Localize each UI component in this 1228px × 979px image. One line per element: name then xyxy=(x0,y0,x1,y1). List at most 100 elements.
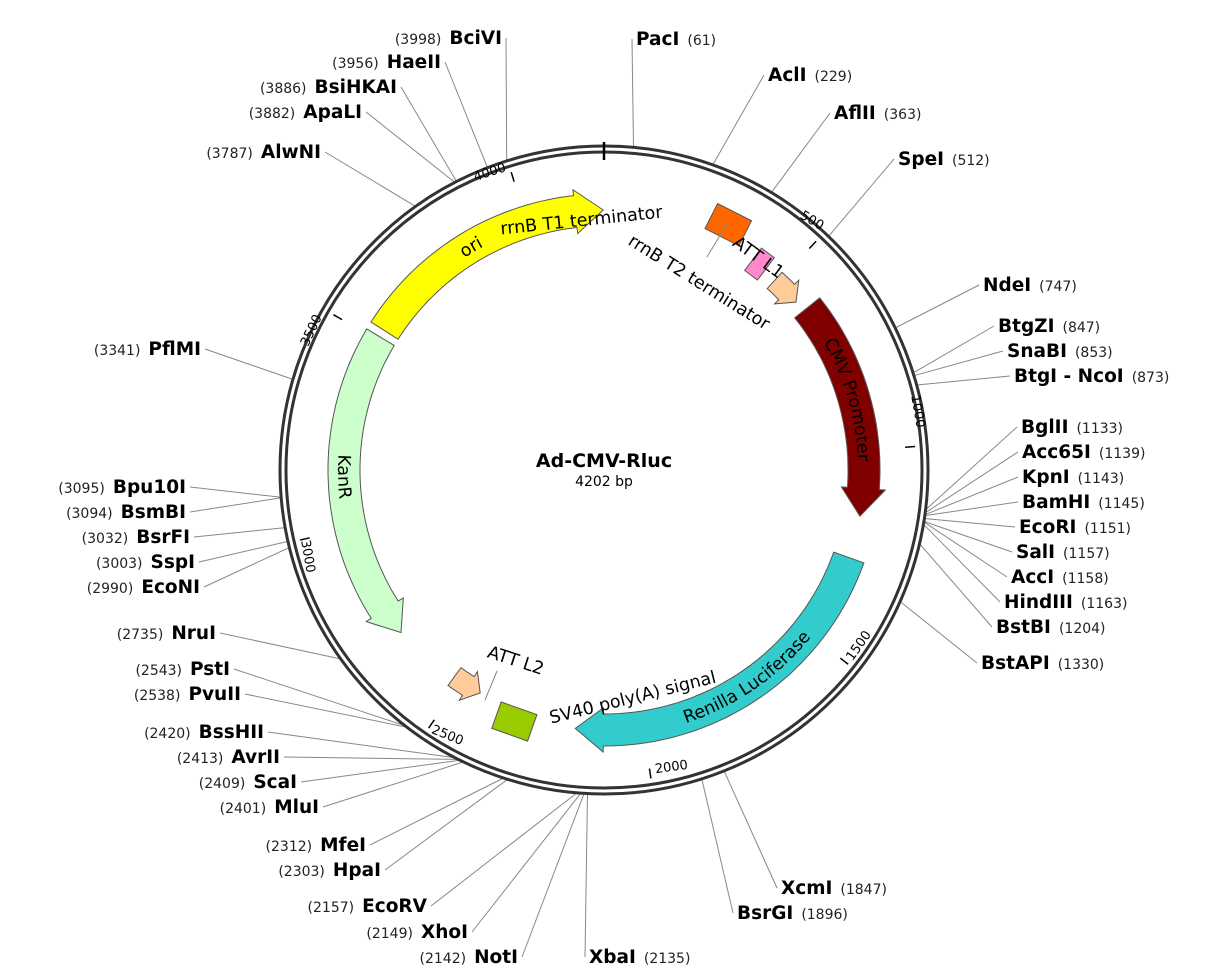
site-ecori: EcoRI (1151) xyxy=(1019,517,1131,538)
site-bglii: BglII(1133) xyxy=(1021,417,1123,438)
site-position: (1145) xyxy=(1098,496,1145,512)
site-sspi: SspI(3003) xyxy=(96,552,195,573)
site-name: BsrGI xyxy=(737,903,793,924)
site-name: HaeII xyxy=(387,52,441,73)
site-position: (3956) xyxy=(332,56,379,72)
leader-line xyxy=(584,793,588,958)
site-name: BamHI xyxy=(1022,492,1090,513)
site-position: (61) xyxy=(687,33,716,49)
site-position: (2543) xyxy=(135,663,182,679)
site-position: (2538) xyxy=(134,688,181,704)
leader-line xyxy=(923,521,1008,578)
leader-line xyxy=(924,451,1019,514)
tick-mark xyxy=(333,314,343,321)
site-acci: AccI (1158) xyxy=(1011,567,1109,588)
site-position: (3003) xyxy=(96,556,143,572)
site-name: Acc65I xyxy=(1022,442,1091,463)
site-name: AvrII xyxy=(231,747,280,768)
att-l1-pointer xyxy=(706,221,729,258)
site-name: PflMI xyxy=(148,339,201,360)
site-acli: AclI(229) xyxy=(768,65,852,86)
site-name: BsmBI xyxy=(121,502,186,523)
site-position: (363) xyxy=(884,107,922,123)
site-pflmi: PflMI (3341) xyxy=(94,339,201,360)
leader-line xyxy=(365,111,456,183)
site-snabi: SnaBI(853) xyxy=(1007,341,1113,362)
site-position: (3882) xyxy=(249,106,296,122)
site-name: BtgZI xyxy=(998,316,1055,337)
site-name: KpnI xyxy=(1022,467,1070,488)
site-name: BglII xyxy=(1021,417,1068,438)
leader-line xyxy=(204,348,294,380)
leader-line xyxy=(203,547,290,588)
site-name: NdeI xyxy=(983,275,1031,296)
site-name: XhoI xyxy=(421,922,468,943)
site-position: (1163) xyxy=(1081,596,1128,612)
tick-mark xyxy=(510,171,515,182)
site-apali: ApaLI (3882) xyxy=(249,102,362,123)
feature-rrnb-t1 xyxy=(704,202,753,247)
site-avrii: AvrII (2413) xyxy=(177,747,280,768)
site-name: ApaLI xyxy=(303,102,362,123)
tick-mark xyxy=(648,768,652,779)
leader-line xyxy=(300,759,461,783)
leader-line xyxy=(712,74,765,166)
feature-renilla-luciferase xyxy=(574,551,865,754)
site-name: SnaBI xyxy=(1007,341,1067,362)
site-name: Bpu10I xyxy=(113,477,186,498)
site-position: (3095) xyxy=(58,481,105,497)
site-kpni: KpnI(1143) xyxy=(1022,467,1124,488)
leader-line xyxy=(924,518,1016,528)
feature-rrnb-t2 xyxy=(743,247,775,281)
site-position: (1896) xyxy=(801,907,848,923)
site-position: (1158) xyxy=(1062,571,1109,587)
site-position: (512) xyxy=(952,153,990,169)
site-position: (2142) xyxy=(420,951,467,967)
leader-line xyxy=(912,325,995,374)
site-position: (1204) xyxy=(1059,621,1106,637)
leader-line xyxy=(631,38,634,148)
tick-label: 4000 xyxy=(472,160,508,184)
leader-line xyxy=(384,778,508,871)
feature-label-att-l2: ATT L2 xyxy=(485,643,546,680)
leader-line xyxy=(233,668,406,727)
site-mfei: MfeI(2312) xyxy=(266,835,366,856)
tick-mark xyxy=(905,445,916,448)
leader-line xyxy=(369,777,504,846)
site-name: AclI xyxy=(768,65,807,86)
site-name: MluI xyxy=(274,797,319,818)
site-position: (873) xyxy=(1132,370,1170,386)
site-ecorv: EcoRV(2157) xyxy=(308,896,428,917)
tick-mark xyxy=(839,657,849,665)
site-position: (2413) xyxy=(177,751,224,767)
site-name: AflII xyxy=(834,103,876,124)
site-bsrgi: BsrGI (1896) xyxy=(737,903,848,924)
site-xhoi: XhoI(2149) xyxy=(366,922,468,943)
site-name: EcoRI xyxy=(1019,517,1076,538)
feature-att-l2 xyxy=(447,667,481,702)
site-acc65i: Acc65I(1139) xyxy=(1022,442,1145,463)
site-name: NotI xyxy=(474,947,518,968)
site-position: (3341) xyxy=(94,343,141,359)
att-l2-pointer xyxy=(484,670,498,701)
leader-line xyxy=(189,486,282,498)
site-bstbi: BstBI (1204) xyxy=(996,617,1106,638)
leader-line xyxy=(283,756,459,760)
site-xbai: XbaI(2135) xyxy=(589,947,690,968)
site-position: (2409) xyxy=(199,776,246,792)
leader-line xyxy=(193,527,286,538)
site-position: (1151) xyxy=(1084,521,1131,537)
site-position: (2990) xyxy=(87,581,134,597)
site-name: XcmI xyxy=(781,878,832,899)
site-bsshii: BssHII(2420) xyxy=(144,722,264,743)
leader-line xyxy=(322,761,464,808)
tick-label: 3000 xyxy=(297,539,318,574)
site-name: BstBI xyxy=(996,617,1051,638)
feature-ori xyxy=(370,188,605,340)
tick-label: 3500 xyxy=(298,312,326,348)
site-name: AccI xyxy=(1011,567,1054,588)
site-bcivi: BciVI(3998) xyxy=(395,28,502,49)
site-econi: EcoNI(2990) xyxy=(87,577,200,598)
site-aflii: AflII (363) xyxy=(834,103,921,124)
site-hpai: HpaI(2303) xyxy=(278,860,381,881)
